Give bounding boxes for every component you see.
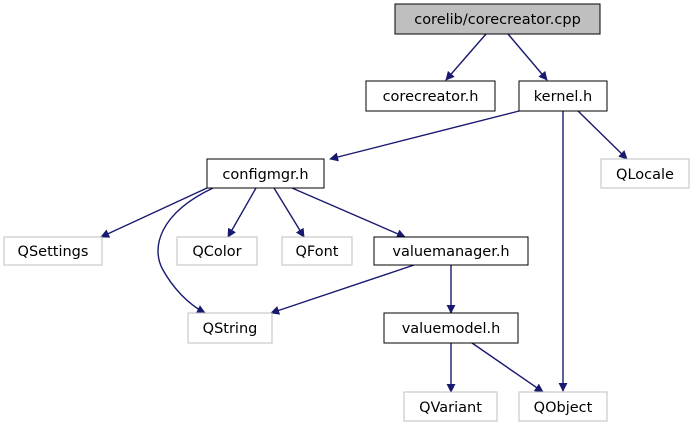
edge-configmgr-h-to-qstring xyxy=(157,187,214,314)
edge-valuemodel-h-to-qobject xyxy=(471,342,544,393)
node-box xyxy=(518,80,608,112)
edge-line xyxy=(100,187,208,238)
edge-line xyxy=(270,264,415,315)
node-qvariant[interactable]: QVariant xyxy=(403,391,498,422)
node-box xyxy=(394,3,601,35)
edge-corecreator-cpp-to-corecreator-h xyxy=(445,33,487,81)
nodes-layer: corelib/corecreator.cpp corecreator.h ke… xyxy=(3,3,690,422)
node-box xyxy=(3,236,103,266)
node-valuemodel-h[interactable]: valuemodel.h xyxy=(383,312,519,344)
node-label: QObject xyxy=(534,400,593,416)
node-label: QString xyxy=(203,321,258,337)
node-box xyxy=(176,236,258,266)
node-box xyxy=(373,236,529,266)
edge-line xyxy=(157,187,214,314)
node-box xyxy=(518,391,608,422)
node-label: valuemanager.h xyxy=(392,244,509,260)
node-corecreator-cpp[interactable]: corelib/corecreator.cpp xyxy=(394,3,601,35)
node-label: QVariant xyxy=(419,400,482,416)
edge-configmgr-h-to-valuemanager-h xyxy=(291,187,406,238)
node-label: corecreator.h xyxy=(383,89,479,105)
node-box xyxy=(206,158,325,189)
edge-configmgr-h-to-qsettings xyxy=(100,187,208,238)
edge-corecreator-cpp-to-kernel-h xyxy=(507,33,548,81)
node-qsettings[interactable]: QSettings xyxy=(3,236,103,266)
node-configmgr-h[interactable]: configmgr.h xyxy=(206,158,325,189)
edge-line xyxy=(227,187,257,238)
edge-kernel-h-to-qlocale xyxy=(577,110,628,160)
node-qstring[interactable]: QString xyxy=(187,312,273,344)
edge-line xyxy=(471,342,544,393)
node-label: configmgr.h xyxy=(222,167,308,183)
node-label: corelib/corecreator.cpp xyxy=(414,12,581,28)
edge-line xyxy=(445,33,487,81)
node-qfont[interactable]: QFont xyxy=(281,236,353,266)
node-qobject[interactable]: QObject xyxy=(518,391,608,422)
node-valuemanager-h[interactable]: valuemanager.h xyxy=(373,236,529,266)
node-box xyxy=(281,236,353,266)
edge-kernel-h-to-configmgr-h xyxy=(329,110,520,162)
node-box xyxy=(187,312,273,344)
node-label: QSettings xyxy=(18,244,89,260)
node-qcolor[interactable]: QColor xyxy=(176,236,258,266)
node-corecreator-h[interactable]: corecreator.h xyxy=(365,80,496,112)
node-label: kernel.h xyxy=(534,89,592,105)
node-label: QLocale xyxy=(616,167,674,183)
node-label: QFont xyxy=(296,244,339,260)
edge-line xyxy=(273,187,305,238)
edge-line xyxy=(291,187,406,238)
node-qlocale[interactable]: QLocale xyxy=(600,158,690,189)
edge-line xyxy=(577,110,628,160)
node-kernel-h[interactable]: kernel.h xyxy=(518,80,608,112)
node-box xyxy=(383,312,519,344)
edge-valuemanager-h-to-qstring xyxy=(270,264,415,315)
node-box xyxy=(403,391,498,422)
node-label: valuemodel.h xyxy=(402,321,501,337)
edge-line xyxy=(329,110,520,162)
edges-layer xyxy=(100,33,628,393)
edge-configmgr-h-to-qfont xyxy=(273,187,305,238)
edge-line xyxy=(507,33,548,81)
node-box xyxy=(600,158,690,189)
node-box xyxy=(365,80,496,112)
node-label: QColor xyxy=(192,244,241,260)
edge-configmgr-h-to-qcolor xyxy=(227,187,257,238)
